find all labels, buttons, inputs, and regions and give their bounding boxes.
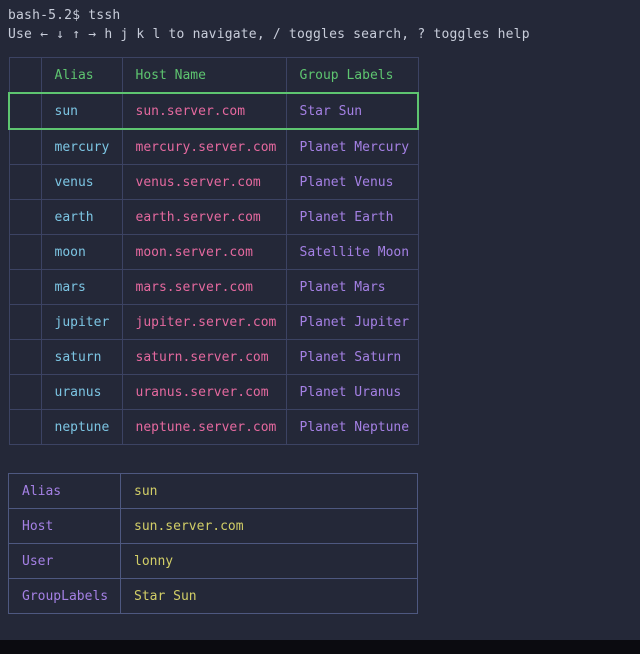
detail-value: sun.server.com [120,508,418,544]
row-selector-cell [8,164,42,200]
row-selector-cell [8,92,42,130]
hosts-table: Alias Host Name Group Labels sun sun.ser… [8,57,419,445]
column-header-alias: Alias [40,57,123,94]
host-cell: jupiter.server.com [121,304,287,340]
detail-value: lonny [120,543,418,579]
group-cell: Planet Uranus [285,374,419,410]
row-selector-cell [8,269,42,305]
alias-cell: mercury [40,128,123,165]
row-selector-cell [8,409,42,445]
group-cell: Planet Mercury [285,128,419,165]
host-cell: neptune.server.com [121,409,287,445]
detail-row-alias: Alias sun [8,473,418,509]
detail-row-host: Host sun.server.com [8,508,418,544]
group-cell: Planet Venus [285,164,419,200]
host-cell: earth.server.com [121,199,287,235]
row-selector-cell [8,128,42,165]
alias-cell: earth [40,199,123,235]
alias-cell: moon [40,234,123,270]
detail-row-user: User lonny [8,543,418,579]
detail-label: Host [8,508,121,544]
host-cell: saturn.server.com [121,339,287,375]
detail-label: GroupLabels [8,578,121,614]
host-row-saturn[interactable]: saturn saturn.server.com Planet Saturn [8,339,419,375]
host-row-neptune[interactable]: neptune neptune.server.com Planet Neptun… [8,409,419,445]
hosts-table-header-row: Alias Host Name Group Labels [8,57,419,94]
group-cell: Satellite Moon [285,234,419,270]
group-cell: Planet Saturn [285,339,419,375]
host-cell: mercury.server.com [121,128,287,165]
row-selector-cell [8,374,42,410]
alias-cell: neptune [40,409,123,445]
row-selector-cell [8,199,42,235]
host-row-mars[interactable]: mars mars.server.com Planet Mars [8,269,419,305]
row-selector-cell [8,304,42,340]
group-cell: Planet Jupiter [285,304,419,340]
shell-prompt-line: bash-5.2$ tssh [8,8,121,23]
host-cell: moon.server.com [121,234,287,270]
host-row-jupiter[interactable]: jupiter jupiter.server.com Planet Jupite… [8,304,419,340]
row-selector-cell [8,339,42,375]
group-cell: Planet Neptune [285,409,419,445]
group-cell: Planet Mars [285,269,419,305]
group-cell: Star Sun [285,92,419,130]
detail-label: User [8,543,121,579]
alias-cell: sun [40,92,123,130]
alias-cell: venus [40,164,123,200]
column-header-host-name: Host Name [121,57,287,94]
host-row-mercury[interactable]: mercury mercury.server.com Planet Mercur… [8,128,419,165]
column-header-group-labels: Group Labels [285,57,419,94]
alias-cell: mars [40,269,123,305]
terminal-footer-bar [0,640,640,654]
host-row-venus[interactable]: venus venus.server.com Planet Venus [8,164,419,200]
alias-cell: uranus [40,374,123,410]
host-row-earth[interactable]: earth earth.server.com Planet Earth [8,199,419,235]
host-cell: uranus.server.com [121,374,287,410]
host-row-sun[interactable]: sun sun.server.com Star Sun [8,92,419,130]
host-cell: mars.server.com [121,269,287,305]
navigation-help-line: Use ← ↓ ↑ → h j k l to navigate, / toggl… [8,27,530,42]
host-cell: sun.server.com [121,92,287,130]
host-row-uranus[interactable]: uranus uranus.server.com Planet Uranus [8,374,419,410]
group-cell: Planet Earth [285,199,419,235]
selector-column-header [8,57,42,94]
detail-value: sun [120,473,418,509]
host-cell: venus.server.com [121,164,287,200]
detail-label: Alias [8,473,121,509]
alias-cell: jupiter [40,304,123,340]
row-selector-cell [8,234,42,270]
host-details-panel: Alias sun Host sun.server.com User lonny… [8,473,418,614]
host-row-moon[interactable]: moon moon.server.com Satellite Moon [8,234,419,270]
detail-row-grouplabels: GroupLabels Star Sun [8,578,418,614]
detail-value: Star Sun [120,578,418,614]
alias-cell: saturn [40,339,123,375]
